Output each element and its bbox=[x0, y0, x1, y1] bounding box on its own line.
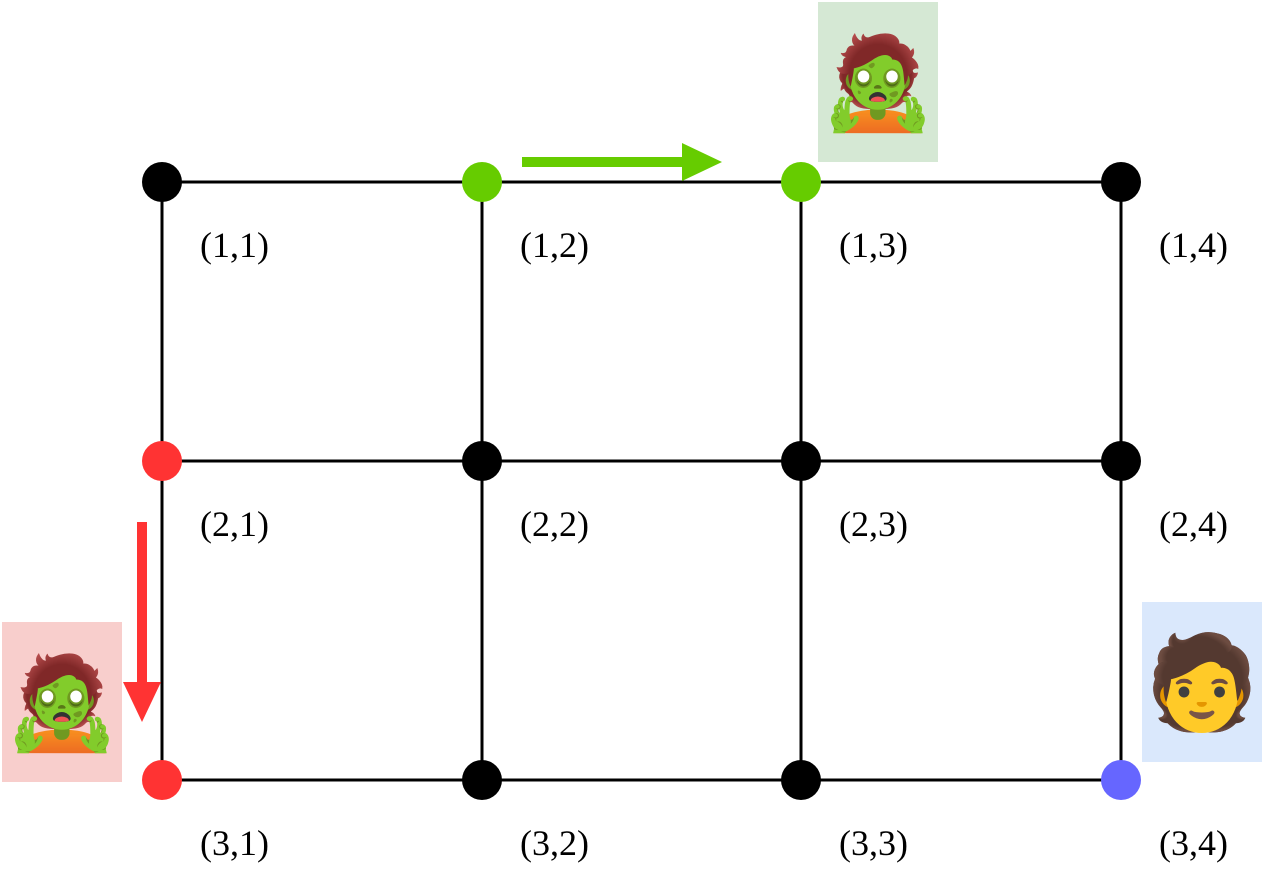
node-3-4 bbox=[1101, 760, 1141, 800]
label-3-3: (3,3) bbox=[839, 823, 908, 863]
label-1-4: (1,4) bbox=[1159, 225, 1228, 265]
label-2-1: (2,1) bbox=[200, 504, 269, 544]
label-2-4: (2,4) bbox=[1159, 504, 1228, 544]
character-person: 🧑 bbox=[1142, 602, 1262, 762]
person-icon: 🧑 bbox=[1145, 627, 1260, 736]
node-3-3 bbox=[781, 760, 821, 800]
label-2-2: (2,2) bbox=[520, 504, 589, 544]
label-3-2: (3,2) bbox=[520, 823, 589, 863]
node-1-3 bbox=[781, 162, 821, 202]
label-1-2: (1,2) bbox=[520, 225, 589, 265]
node-3-2 bbox=[462, 760, 502, 800]
node-2-3 bbox=[781, 441, 821, 481]
node-3-1 bbox=[142, 760, 182, 800]
zombie-icon: 🧟 bbox=[821, 29, 936, 136]
node-2-1 bbox=[142, 441, 182, 481]
grid-labels: (1,1) (1,2) (1,3) (1,4) (2,1) (2,2) (2,3) (2,4)… bbox=[200, 225, 1228, 863]
red-arrow bbox=[123, 522, 161, 722]
label-2-3: (2,3) bbox=[839, 504, 908, 544]
zombie-red-box bbox=[2, 622, 122, 782]
node-2-2 bbox=[462, 441, 502, 481]
node-1-4 bbox=[1101, 162, 1141, 202]
zombie-icon: 🧟 bbox=[5, 649, 120, 756]
grid-nodes bbox=[142, 162, 1141, 800]
character-zombie-red: 🧟 bbox=[2, 622, 122, 782]
character-zombie-green: 🧟 bbox=[818, 2, 938, 162]
grid-edges bbox=[160, 180, 1123, 782]
label-1-3: (1,3) bbox=[839, 225, 908, 265]
green-arrow bbox=[522, 143, 722, 181]
zombie-green-box bbox=[818, 2, 938, 162]
node-1-1 bbox=[142, 162, 182, 202]
node-1-2 bbox=[462, 162, 502, 202]
node-2-4 bbox=[1101, 441, 1141, 481]
red-arrow-head bbox=[123, 682, 161, 722]
label-3-1: (3,1) bbox=[200, 823, 269, 863]
characters: 🧟 🧟 🧑 bbox=[2, 2, 1262, 782]
movement-arrows bbox=[123, 143, 722, 722]
person-box bbox=[1142, 602, 1262, 762]
label-1-1: (1,1) bbox=[200, 225, 269, 265]
label-3-4: (3,4) bbox=[1159, 823, 1228, 863]
green-arrow-head bbox=[682, 143, 722, 181]
